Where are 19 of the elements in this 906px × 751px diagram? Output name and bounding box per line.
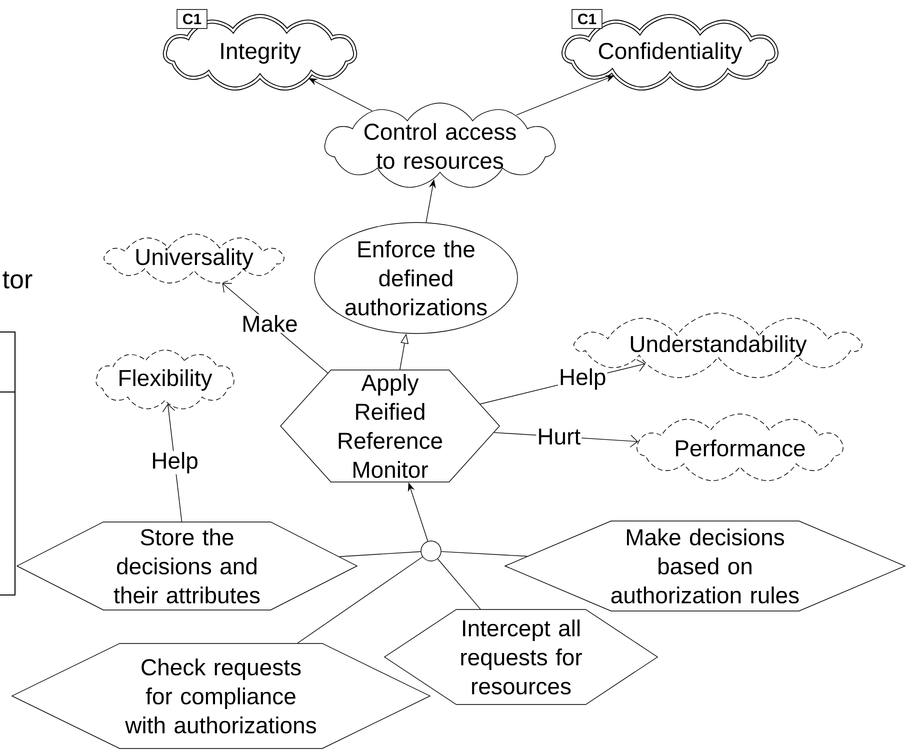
task-hexagon: Intercept all requests for resources bbox=[384, 609, 658, 705]
edge-label: Help bbox=[560, 368, 606, 390]
cut-off-text: tor bbox=[2, 271, 32, 289]
edge-label: Help bbox=[153, 452, 198, 474]
tag-box: C1 bbox=[572, 9, 602, 29]
goal-cloud: C1 Integrity bbox=[162, 9, 358, 91]
edge-label: Make bbox=[243, 315, 297, 332]
junction-circle bbox=[420, 540, 442, 562]
task-hexagon: Make decisions based on authorization rules bbox=[504, 520, 906, 612]
softgoal-cloud: Flexibility bbox=[96, 350, 234, 410]
softgoal-cloud: Universality bbox=[104, 234, 284, 284]
task-hexagon: Store the decisions and their attributes bbox=[16, 522, 358, 610]
tag-box: C1 bbox=[176, 9, 208, 29]
softgoal-cloud: Performance bbox=[636, 414, 844, 481]
edge-label: Hurt bbox=[539, 428, 580, 445]
goal-cloud: C1 Confidentiality bbox=[562, 9, 778, 90]
task-hexagon: Apply Reified Reference Monitor bbox=[280, 370, 500, 482]
goal-cloud: Control access to resources bbox=[324, 102, 556, 188]
task-hexagon: Check requests for compliance with authorizations bbox=[11, 643, 431, 749]
